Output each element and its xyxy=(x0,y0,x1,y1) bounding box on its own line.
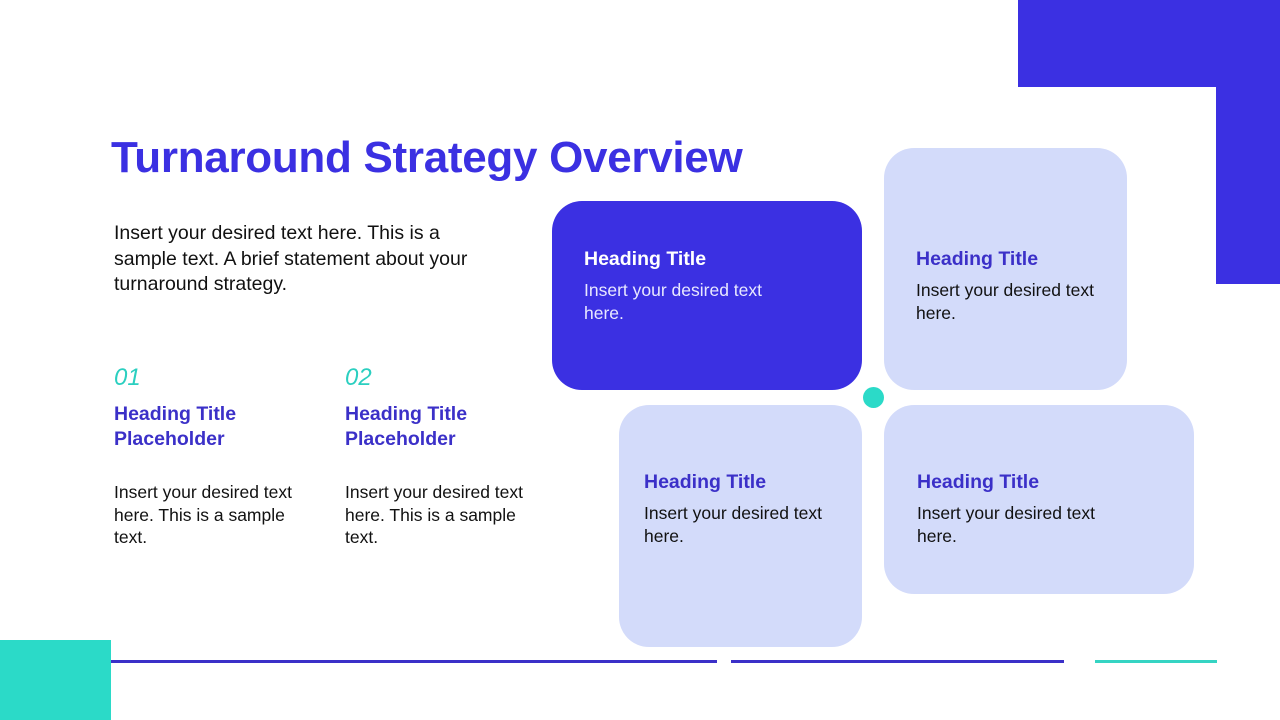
center-dot-icon xyxy=(863,387,884,408)
numbered-item-2: 02 Heading Title Placeholder Insert your… xyxy=(345,364,545,549)
intro-text: Insert your desired text here. This is a… xyxy=(114,222,468,295)
footer-divider-line-teal xyxy=(1095,660,1217,663)
card-bottom-right: Heading Title Insert your desired text h… xyxy=(884,405,1194,594)
card-heading: Heading Title xyxy=(644,471,767,493)
teal-accent-square xyxy=(0,640,111,720)
corner-accent-vertical xyxy=(1216,0,1280,284)
item-heading: Heading Title Placeholder xyxy=(114,403,237,450)
card-heading: Heading Title xyxy=(917,471,1040,493)
card-top-left: Heading Title Insert your desired text h… xyxy=(552,201,862,390)
item-number: 01 xyxy=(114,364,141,391)
item-number: 02 xyxy=(345,364,372,391)
item-heading: Heading Title Placeholder xyxy=(345,403,468,450)
item-body: Insert your desired text here. This is a… xyxy=(345,482,523,547)
card-body: Insert your desired text here. xyxy=(916,280,1094,323)
slide-title: Turnaround Strategy Overview xyxy=(111,133,743,182)
card-body: Insert your desired text here. xyxy=(917,503,1095,546)
card-bottom-left: Heading Title Insert your desired text h… xyxy=(619,405,862,647)
footer-divider-line-1 xyxy=(111,660,717,663)
item-body: Insert your desired text here. This is a… xyxy=(114,482,292,547)
card-heading: Heading Title xyxy=(916,248,1039,270)
card-body: Insert your desired text here. xyxy=(584,280,762,323)
card-body: Insert your desired text here. xyxy=(644,503,822,546)
card-heading: Heading Title xyxy=(584,248,707,270)
numbered-item-1: 01 Heading Title Placeholder Insert your… xyxy=(114,364,314,549)
card-top-right: Heading Title Insert your desired text h… xyxy=(884,148,1127,390)
footer-divider-line-2 xyxy=(731,660,1064,663)
